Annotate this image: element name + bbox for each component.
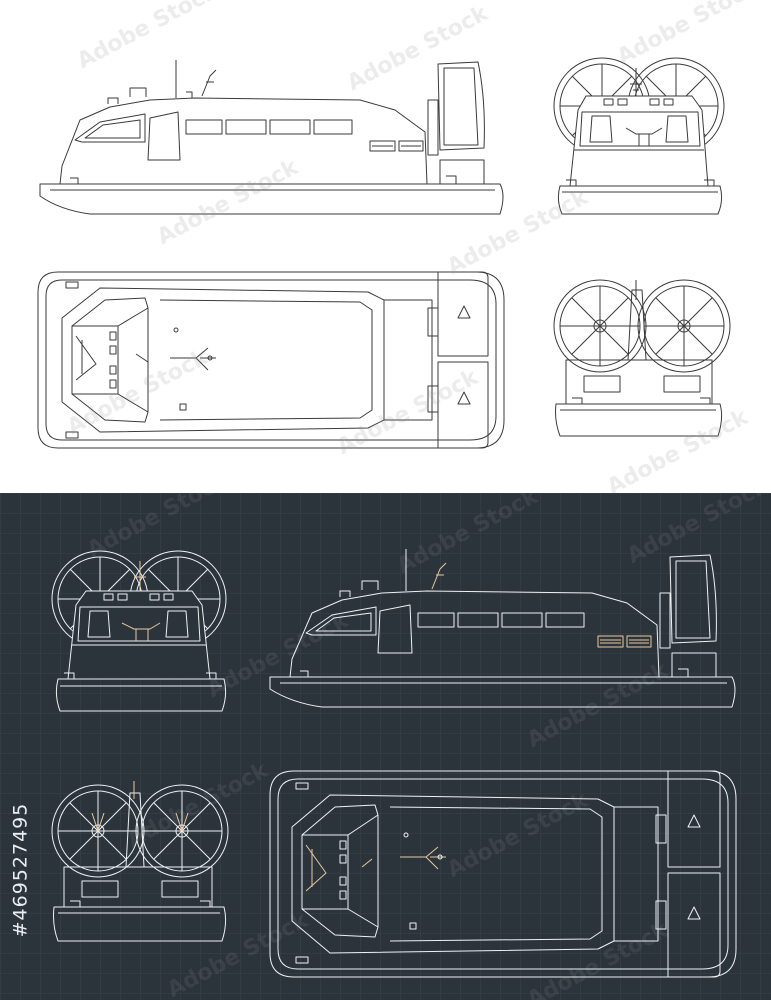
hovercraft-rear-view <box>51 781 229 942</box>
light-blueprint-panel: Adobe Stock Adobe Stock Adobe Stock Adob… <box>0 0 771 493</box>
grid-background <box>0 493 771 1000</box>
stock-id-text: #469527495 <box>9 802 31 938</box>
hovercraft-top-view <box>37 271 505 449</box>
hovercraft-side-view <box>39 60 504 215</box>
hovercraft-side-view <box>269 549 736 708</box>
hovercraft-front-view <box>553 57 725 215</box>
hovercraft-rear-view <box>553 279 731 437</box>
dark-blueprint-panel: Adobe Stock Adobe Stock Adobe Stock Adob… <box>0 493 771 1000</box>
hovercraft-top-view <box>269 770 737 978</box>
stock-id-label: #469527495 <box>6 760 34 980</box>
hovercraft-front-view <box>51 550 227 712</box>
